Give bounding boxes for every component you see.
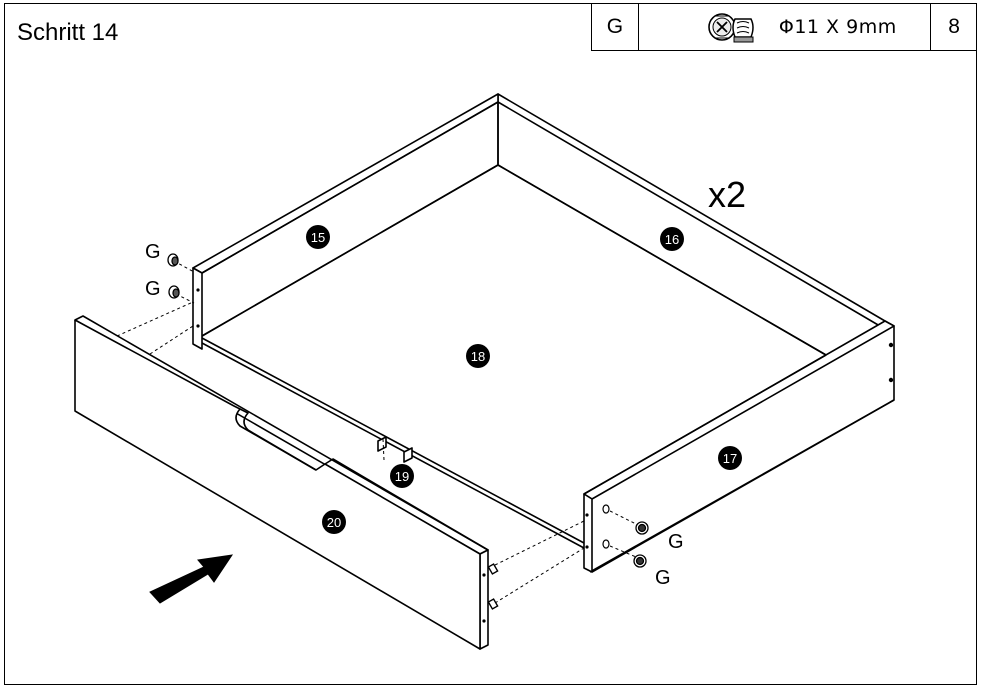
guide-lines	[116, 260, 637, 604]
part-badges: 15 16 17 18 19 20	[306, 225, 742, 534]
part-badge-20: 20	[322, 510, 346, 534]
svg-text:19: 19	[395, 469, 409, 484]
back-panel	[497, 93, 886, 356]
right-side-panel	[583, 320, 895, 573]
dowels	[487, 563, 499, 610]
parts-table: G Φ11 X 9mm 8	[591, 3, 977, 51]
holes	[196, 288, 894, 623]
bottom-panel	[201, 164, 585, 549]
cam-holes	[602, 504, 610, 549]
cam-lock-fittings	[167, 253, 649, 568]
part-badge-18: 18	[466, 344, 490, 368]
part-badge-19: 19	[390, 464, 414, 488]
support-rail	[377, 436, 413, 463]
cam-lock-fitting-icon	[708, 12, 754, 42]
fitting-label: G	[145, 278, 161, 300]
svg-text:17: 17	[723, 451, 737, 466]
parts-letter: G	[592, 3, 639, 50]
parts-quantity: 8	[948, 14, 960, 38]
quantity-multiplier: x2	[708, 174, 746, 215]
insert-arrow-icon	[149, 554, 234, 604]
svg-text:15: 15	[311, 230, 325, 245]
svg-text:18: 18	[471, 349, 485, 364]
fitting-label: G	[145, 241, 161, 263]
front-panel	[74, 315, 489, 650]
parts-spec-cell: Φ11 X 9mm	[639, 3, 932, 50]
part-badge-16: 16	[660, 227, 684, 251]
part-badge-17: 17	[718, 446, 742, 470]
svg-text:16: 16	[665, 232, 679, 247]
fitting-label: G	[655, 567, 671, 589]
left-side-panel	[192, 93, 499, 350]
svg-text:20: 20	[327, 515, 341, 530]
parts-spec: Φ11 X 9mm	[778, 15, 897, 38]
diagram-frame	[4, 3, 977, 685]
step-title: Schritt 14	[17, 19, 119, 46]
fitting-label: G	[668, 531, 684, 553]
part-badge-15: 15	[306, 225, 330, 249]
